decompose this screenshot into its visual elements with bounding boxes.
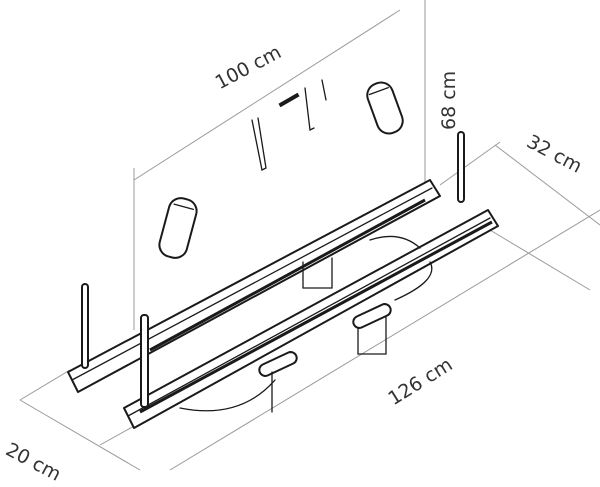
rail-front [123,209,499,429]
wheel-holders [179,235,433,413]
dimension-lines [19,0,600,471]
dimension-label-height: 68 cm [438,70,460,130]
frame-arch [147,66,433,343]
rail-back [67,179,441,393]
vertical-posts [81,131,465,408]
